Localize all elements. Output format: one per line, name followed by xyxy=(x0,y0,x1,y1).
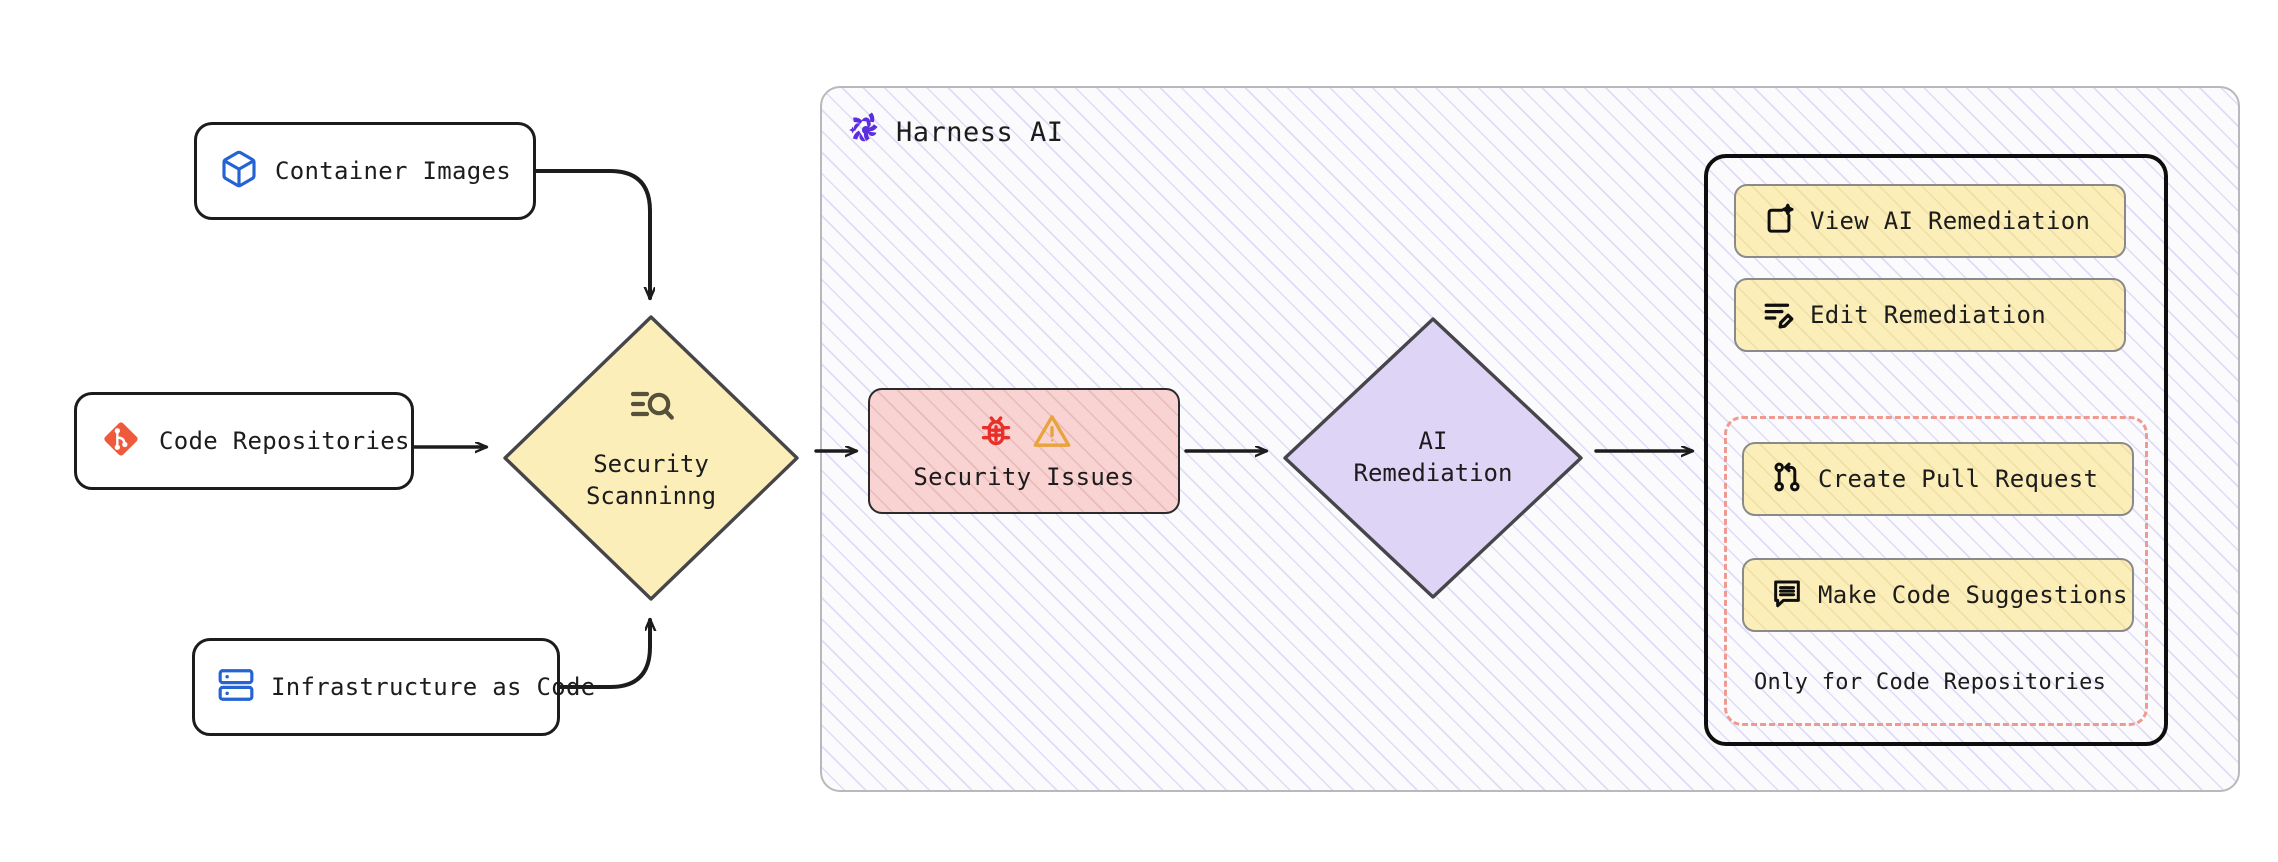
comment-lines-icon xyxy=(1770,576,1804,614)
button-edit-remediation[interactable]: Edit Remediation xyxy=(1734,278,2126,352)
remediation-actions-panel xyxy=(1704,154,2168,746)
harness-pinwheel-icon xyxy=(848,112,884,152)
warning-triangle-icon xyxy=(1032,411,1072,455)
node-container-images[interactable]: Container Images xyxy=(194,122,536,220)
node-label: Infrastructure as Code xyxy=(271,673,596,701)
harness-ai-header: Harness AI xyxy=(848,112,1064,152)
git-diamond-icon xyxy=(99,417,143,465)
node-security-scanning[interactable]: Security Scanninng xyxy=(498,310,804,606)
bug-icon xyxy=(976,411,1016,455)
button-label: View AI Remediation xyxy=(1810,207,2091,235)
ai-document-sparkle-icon xyxy=(1762,202,1796,240)
node-infrastructure-as-code[interactable]: Infrastructure as Code xyxy=(192,638,595,736)
node-label: Container Images xyxy=(275,157,511,185)
button-label: Make Code Suggestions xyxy=(1818,581,2128,609)
diamond-shape xyxy=(503,315,799,601)
button-label: Edit Remediation xyxy=(1810,301,2046,329)
node-label: Security Issues xyxy=(913,463,1135,491)
button-view-ai-remediation[interactable]: View AI Remediation xyxy=(1734,184,2126,258)
list-pencil-icon xyxy=(1762,296,1796,334)
code-repositories-only-note: Only for Code Repositories xyxy=(1754,670,2107,695)
button-make-code-suggestions[interactable]: Make Code Suggestions xyxy=(1742,558,2134,632)
node-ai-remediation[interactable]: AI Remediation xyxy=(1278,312,1588,604)
scan-search-icon xyxy=(627,384,675,436)
code-repositories-only-group xyxy=(1724,416,2148,726)
remediation-actions-list: View AI Remediation Edit Remediation xyxy=(1734,184,2138,352)
issue-icon-row xyxy=(976,411,1072,455)
diamond-shape xyxy=(1283,317,1583,599)
button-create-pull-request[interactable]: Create Pull Request xyxy=(1742,442,2134,516)
pull-request-icon xyxy=(1770,460,1804,498)
button-label: Create Pull Request xyxy=(1818,465,2099,493)
node-code-repositories[interactable]: Code Repositories xyxy=(74,392,414,490)
node-label: Code Repositories xyxy=(159,427,410,455)
server-stack-icon xyxy=(217,666,255,708)
edge-container-images-to-scan xyxy=(534,169,650,298)
node-security-issues[interactable]: Security Issues xyxy=(868,388,1180,514)
cube-icon xyxy=(219,149,259,193)
harness-ai-title: Harness AI xyxy=(896,116,1064,148)
